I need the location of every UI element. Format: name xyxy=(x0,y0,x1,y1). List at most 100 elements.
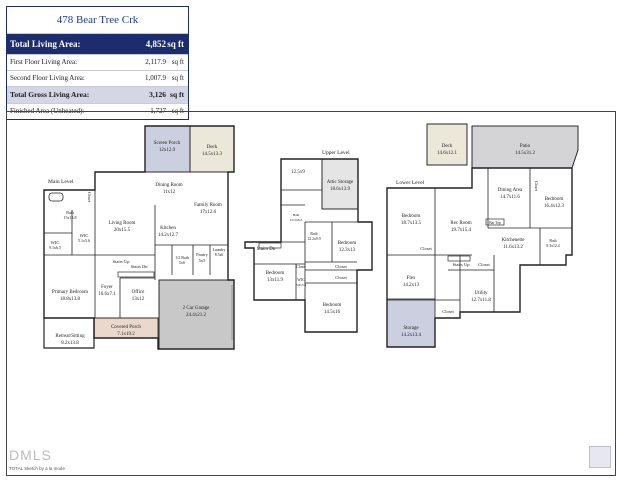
upper-bed2-label: Bedroom xyxy=(266,271,285,276)
first-floor-value: 2,117.9 xyxy=(145,58,166,66)
utility-label: Utility xyxy=(474,291,488,296)
pantry-dim: 5x5 xyxy=(199,258,207,263)
lower-bed1-label: Bedroom xyxy=(545,197,564,202)
patio-dim: 14.5x31.2 xyxy=(515,151,536,156)
family-room-label: Family Room xyxy=(194,203,222,208)
attic-label: Attic Storage xyxy=(327,180,354,185)
main-level-label: Main Level xyxy=(48,179,74,185)
lower-closet3-label: Closet xyxy=(442,309,454,314)
patio-label: Patio xyxy=(520,144,531,149)
foyer-label: Foyer xyxy=(101,285,113,290)
storage-label: Storage xyxy=(403,326,419,331)
laundry-label: Laundry xyxy=(213,248,226,252)
kitchen-label: Kitchen xyxy=(160,226,176,231)
living-room-label: Living Room xyxy=(109,221,136,226)
lower-closet2-label: Closet xyxy=(478,262,490,267)
lower-bed1-dim: 16.4x12.3 xyxy=(544,204,565,209)
bath-main-dim: 15x13.8 xyxy=(64,215,77,220)
bath-main-label: Bath xyxy=(66,210,74,215)
total-living-unit: sq ft xyxy=(167,39,184,49)
upper-bath2-dim: 12.2x9.9 xyxy=(307,237,320,241)
deck-main-dim: 14.5x13.3 xyxy=(202,152,223,157)
second-floor-unit: sq ft xyxy=(171,74,184,82)
floor-plan-frame xyxy=(6,111,616,476)
upper-bed2-dim: 13x11.9 xyxy=(267,278,284,283)
screen-porch-label: Screen Porch xyxy=(154,141,181,146)
lower-bath-label: Bath xyxy=(549,239,556,243)
attic-dim: 18.6x13.9 xyxy=(330,187,351,192)
first-floor-label: First Floor Living Area: xyxy=(10,58,78,66)
area-summary-table: 478 Bear Tree Crk Total Living Area: 4,8… xyxy=(6,6,189,120)
dining-main-label: Dining Room xyxy=(155,183,182,188)
main-stairs-up-label: Stairs Up xyxy=(113,259,131,264)
lower-bath-dim: 8.3x12.4 xyxy=(546,244,559,248)
upper-outer-wall xyxy=(244,158,373,333)
upper-stairs-fixture xyxy=(258,242,282,249)
retreat-dim: 8.2x13.8 xyxy=(61,341,79,346)
upper-closet1-label: Closet xyxy=(335,264,347,269)
retreat-label: Retreat/Sitting xyxy=(55,334,85,339)
lower-outer-wall xyxy=(386,167,573,348)
family-room-dim: 17x12.6 xyxy=(200,210,217,215)
upper-bath1-dim: 10.5x8.2 xyxy=(290,218,303,222)
deck-lower-dim: 14.6x12.1 xyxy=(437,151,458,156)
primary-bedroom-dim: 18.8x13.8 xyxy=(60,297,81,302)
gross-living-row: Total Gross Living Area: 3,126 sq ft xyxy=(7,86,188,103)
deck-lower-label: Deck xyxy=(442,144,453,149)
second-floor-row: Second Floor Living Area: 1,007.9 sq ft xyxy=(7,70,188,86)
upper-level-label: Upper Level xyxy=(322,150,350,156)
bar-top-label: Bar Top xyxy=(489,221,501,225)
first-floor-unit: sq ft xyxy=(171,58,184,66)
upper-bed3-dim: 14.5x16 xyxy=(324,310,341,315)
deck-main-label: Deck xyxy=(207,145,218,150)
upper-stairs-label: Stairs Dn xyxy=(257,247,276,252)
total-living-value: 4,852 xyxy=(145,39,166,49)
gross-label: Total Gross Living Area: xyxy=(10,90,90,99)
total-living-label: Total Living Area: xyxy=(10,39,81,49)
upper-bath1-label: Bath xyxy=(293,213,300,217)
lower-closet1-label: Closet xyxy=(420,246,432,251)
living-room-dim: 20x15.5 xyxy=(114,228,131,233)
lower-stairs-label: Stairs Up xyxy=(453,262,471,267)
main-stairs-dn-label: Stairs Dn xyxy=(131,264,149,269)
kitchenette-dim: 11.6x13.2 xyxy=(503,245,523,250)
dining-main-dim: 11x12 xyxy=(163,190,176,195)
garage-area xyxy=(158,279,235,350)
tub-fixture xyxy=(48,192,64,202)
kitchenette-label: Kitchenette xyxy=(501,238,525,243)
upper-closet2-label: Closet xyxy=(335,275,347,280)
garage-label: 2 Car Garage xyxy=(183,306,210,311)
upper-bed1-label: Bedroom xyxy=(338,241,357,246)
lower-bed2-dim: 18.7x13.5 xyxy=(401,221,422,226)
utility-dim: 12.7x11.8 xyxy=(471,298,491,303)
office-dim: 13x12 xyxy=(132,297,145,302)
total-living-area-row: Total Living Area: 4,852 sq ft xyxy=(7,33,188,54)
half-bath-label: 1/2 Bath xyxy=(175,255,189,260)
pantry-label: Pantry xyxy=(196,252,208,257)
mls-logo: DMLS xyxy=(9,447,52,463)
upper-bed1-dim: 12.3x13 xyxy=(339,248,356,253)
wic-main-label: WIC xyxy=(80,233,89,238)
property-address: 478 Bear Tree Crk xyxy=(56,14,139,26)
dining-lower-dim: 14.7x11.6 xyxy=(500,195,520,200)
lower-closet-v-label: Closet xyxy=(534,181,539,192)
bar-top-fixture xyxy=(485,218,505,226)
primary-bedroom-label: Primary Bedroom xyxy=(52,290,88,295)
main-stairs-fixture xyxy=(117,271,155,278)
covered-porch-label: Covered Porch xyxy=(111,325,141,330)
gross-unit: sq ft xyxy=(170,90,184,99)
storage-dim: 14.2x13.4 xyxy=(401,333,422,338)
first-floor-row: First Floor Living Area: 2,117.9 sq ft xyxy=(7,54,188,70)
wic-main2-label: WIC xyxy=(51,240,60,245)
second-floor-value: 1,007.9 xyxy=(145,74,166,82)
upper-wic-label: WIC xyxy=(297,278,305,282)
home-badge-icon xyxy=(589,446,611,468)
upper-bath2-label: Bath xyxy=(310,232,317,236)
wic-main-dim: 5.1x5.6 xyxy=(78,238,90,243)
upper-level-plan: Upper Level 12.5x9 Attic Storage 18.6x13… xyxy=(244,150,373,333)
office-label: Office xyxy=(132,290,145,295)
upper-bed3-label: Bedroom xyxy=(323,303,342,308)
gross-value: 3,126 xyxy=(149,90,166,99)
